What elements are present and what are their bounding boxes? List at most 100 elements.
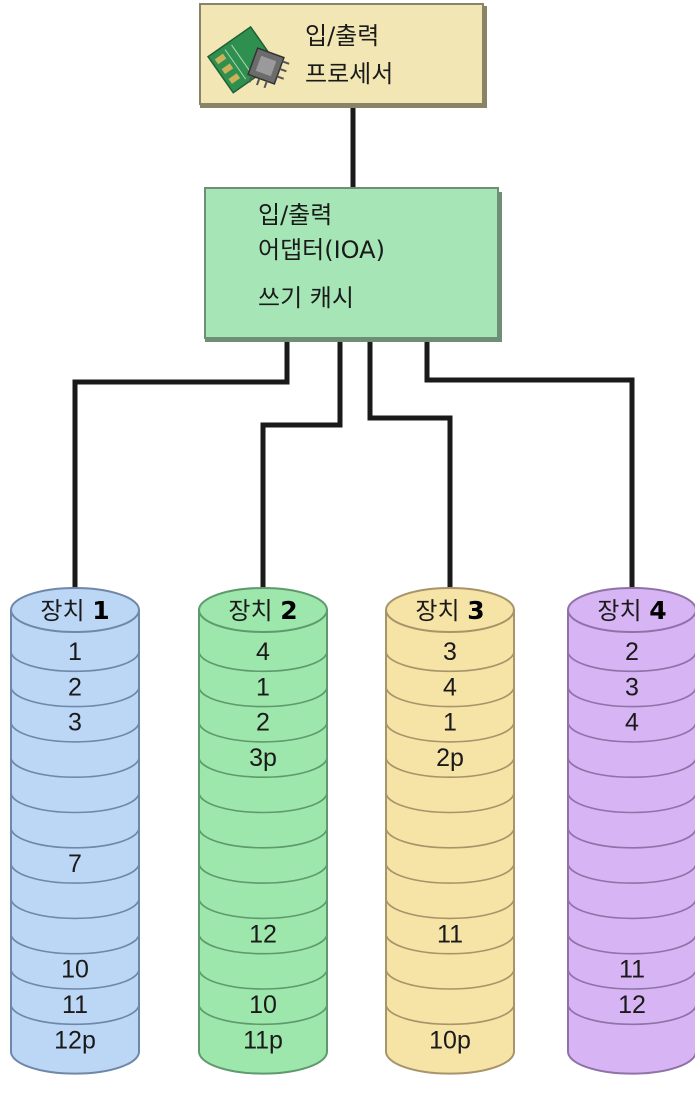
disk-block-divider: [10, 933, 140, 955]
disk-block-divider: [10, 721, 140, 743]
disk-block-divider: [198, 933, 328, 955]
io-processor-label-line1: 입/출력: [305, 22, 379, 50]
disk-unit-body: [567, 609, 695, 1075]
adapter-device2-line: [260, 338, 343, 600]
disk-block-label: 4: [625, 709, 639, 737]
disk-unit-1: 장치 1 1 2 3 7 10 11 12p: [10, 587, 140, 1075]
disk-block-divider: [567, 863, 695, 884]
disk-block-label: 3: [443, 638, 457, 666]
disk-block-label: 10: [61, 956, 89, 984]
disk-unit-number: 3: [467, 596, 484, 625]
disk-block-label: 12: [249, 920, 277, 948]
disk-block-divider: [198, 1004, 328, 1026]
disk-block-divider: [567, 721, 695, 743]
disk-block-label: 1: [68, 638, 82, 666]
disk-block-divider: [10, 863, 140, 884]
disk-block-label: 7: [68, 850, 82, 878]
io-processor-label-line2: 프로세서: [305, 60, 393, 88]
disk-unit-label-text: 장치: [228, 597, 280, 625]
connector-lines: [72, 108, 635, 600]
disk-block-divider: [567, 898, 695, 920]
disk-block-label: 3p: [249, 744, 277, 772]
disk-unit-number: 2: [280, 596, 297, 625]
disk-block-divider: [567, 1004, 695, 1026]
disk-unit-label: 장치 2: [228, 596, 297, 625]
disk-block-divider: [385, 968, 515, 990]
disk-block-divider: [10, 757, 140, 778]
disk-unit-top: [385, 587, 515, 633]
disk-block-divider: [385, 863, 515, 884]
disk-block-label: 4: [443, 673, 457, 701]
disk-block-divider: [385, 686, 515, 708]
disk-block-divider: [198, 757, 328, 778]
disk-block-divider: [198, 686, 328, 708]
disk-block-label: 2: [256, 709, 270, 737]
disk-block-divider: [385, 757, 515, 778]
disk-unit-number: 4: [649, 596, 666, 625]
io-adapter-label-line2: 어댑터(IOA): [258, 236, 385, 264]
disk-block-divider: [198, 863, 328, 884]
disk-unit-label-text: 장치: [40, 597, 92, 625]
disk-block-divider: [385, 1004, 515, 1026]
disk-block-label: 11: [62, 991, 88, 1019]
disk-block-divider: [567, 651, 695, 673]
disk-block-label: 11: [619, 956, 645, 984]
disk-block-divider: [10, 898, 140, 920]
disk-block-divider: [198, 792, 328, 814]
disk-block-label: 3: [68, 709, 82, 737]
disk-block-divider: [198, 721, 328, 743]
disk-unit-label: 장치 4: [597, 596, 666, 625]
circuit-board-chip-icon: [206, 25, 290, 94]
disk-block-label: 11: [437, 920, 463, 948]
disk-block-divider: [10, 651, 140, 673]
disk-block-divider: [567, 827, 695, 849]
disk-block-label: 4: [256, 638, 270, 666]
disk-block-divider: [198, 651, 328, 673]
disk-block-label: 2: [68, 673, 82, 701]
disk-block-label: 12p: [54, 1026, 96, 1054]
disk-unit-top: [198, 587, 328, 633]
disk-unit-label: 장치 1: [40, 596, 109, 625]
disk-unit-label-text: 장치: [597, 597, 649, 625]
io-adapter-label-line1: 입/출력: [258, 201, 332, 229]
disk-block-divider: [567, 792, 695, 814]
disk-block-divider: [198, 898, 328, 920]
disk-block-divider: [385, 651, 515, 673]
io-adapter-box-fill: [204, 187, 499, 339]
disk-block-divider: [10, 827, 140, 849]
disk-unit-label: 장치 3: [415, 596, 484, 625]
disk-block-divider: [567, 686, 695, 708]
io-processor-box: 입/출력 프로세서: [199, 3, 487, 108]
disk-block-divider: [567, 933, 695, 955]
disk-block-divider: [385, 792, 515, 814]
disk-unit-top: [10, 587, 140, 633]
disk-block-divider: [10, 1004, 140, 1026]
disk-unit-body: [10, 609, 140, 1075]
disk-block-label: 1: [256, 673, 270, 701]
disk-block-label: 3: [625, 673, 639, 701]
io-adapter-box: 입/출력 어댑터(IOA) 쓰기 캐시: [204, 187, 502, 342]
adapter-device4-line: [424, 338, 635, 600]
disk-block-divider: [10, 686, 140, 708]
io-adapter-write-cache-label: 쓰기 캐시: [258, 284, 354, 312]
disk-unit-body: [385, 609, 515, 1075]
disk-unit-body: [198, 609, 328, 1075]
disk-block-label: 10: [249, 991, 277, 1019]
adapter-device3-line: [367, 338, 453, 600]
disk-block-divider: [198, 968, 328, 990]
disk-block-divider: [10, 968, 140, 990]
adapter-device1-line: [72, 338, 290, 600]
disk-block-divider: [385, 898, 515, 920]
disk-block-divider: [385, 721, 515, 743]
disk-block-divider: [198, 827, 328, 849]
disk-block-divider: [10, 792, 140, 814]
disk-block-label: 10p: [429, 1026, 471, 1054]
disk-block-label: 2p: [436, 744, 464, 772]
disk-block-label: 2: [625, 638, 639, 666]
disk-unit-top: [567, 587, 695, 633]
